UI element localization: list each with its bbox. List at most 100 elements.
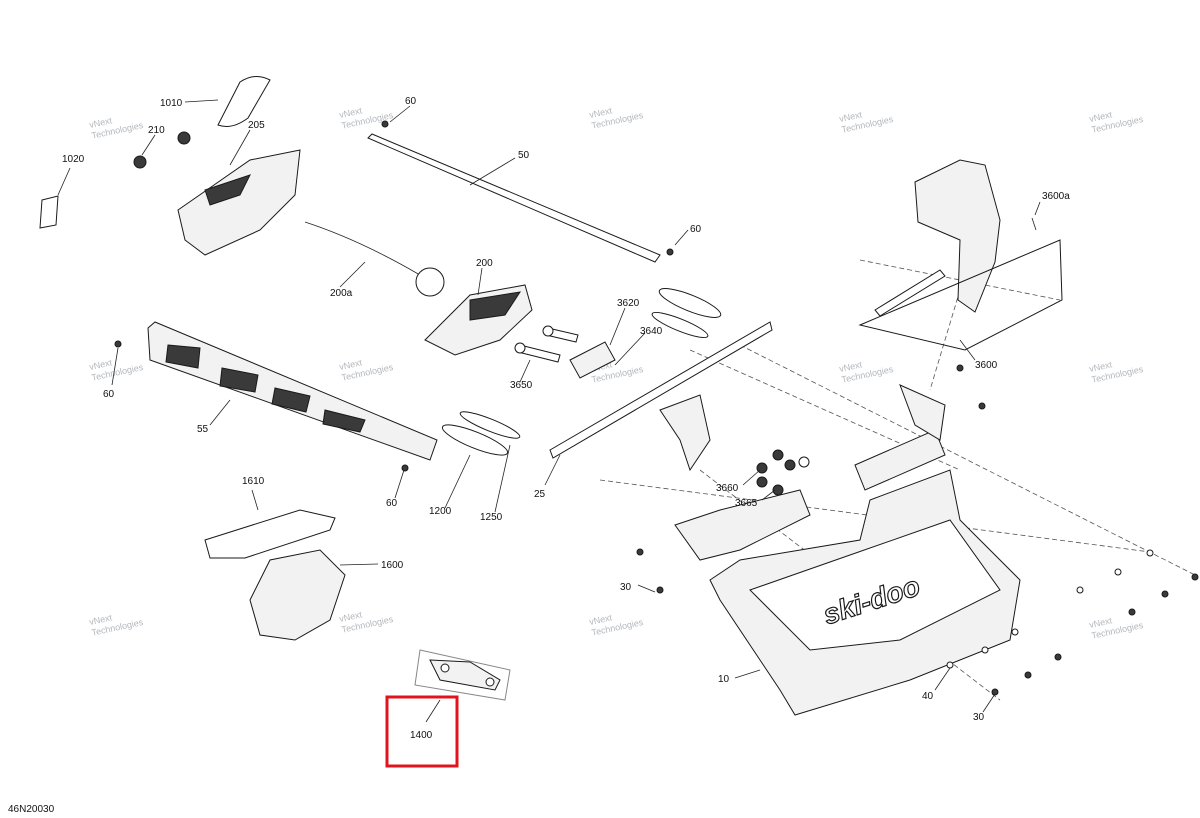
callout-3600: 3600	[975, 360, 998, 371]
callout-1610: 1610	[242, 476, 265, 487]
mounting-bar-25	[549, 321, 773, 459]
washer-40-b	[981, 646, 989, 654]
svg-text:vNext: vNext	[588, 612, 613, 627]
mount-bracket-top	[899, 384, 946, 441]
panel-window-1	[165, 344, 201, 369]
tail-light-1600	[249, 549, 346, 641]
reflector-3640-a	[658, 288, 722, 318]
svg-text:vNext: vNext	[88, 612, 113, 627]
callout-200: 200	[476, 258, 493, 269]
svg-text:vNext: vNext	[1088, 615, 1113, 630]
screw-30-a	[991, 688, 999, 696]
screw-30-b	[1024, 671, 1032, 679]
strap-1610	[204, 509, 336, 559]
washer-40-c	[1011, 628, 1019, 636]
screw-30-h	[656, 586, 664, 594]
callout-1020: 1020	[62, 154, 85, 165]
screw-3600-b	[978, 402, 986, 410]
panel-window-3	[271, 387, 311, 413]
washer-40-e	[1114, 568, 1122, 576]
washer-40-a	[946, 661, 954, 669]
callout-60-mid: 60	[386, 498, 398, 509]
screw-30-d	[1128, 608, 1136, 616]
screw-60-left	[114, 340, 122, 348]
bolt-head-a	[514, 342, 526, 354]
svg-text:vNext: vNext	[838, 359, 863, 374]
svg-text:vNext: vNext	[338, 105, 363, 120]
diagram-code: 46N20030	[8, 804, 55, 815]
hinge-3600	[914, 159, 1001, 313]
hinge-box	[858, 239, 1063, 351]
nut-3660-b	[772, 449, 784, 461]
callout-210: 210	[148, 125, 165, 136]
callout-200a: 200a	[330, 288, 353, 299]
harness-connector	[415, 267, 445, 297]
callout-40: 40	[922, 691, 934, 702]
svg-text:vNext: vNext	[338, 357, 363, 372]
callout-25: 25	[534, 489, 546, 500]
screw-30-f	[1191, 573, 1199, 581]
bracket-3620	[569, 341, 616, 379]
mudflap-panel	[749, 519, 1001, 651]
callout-3660: 3660	[716, 483, 739, 494]
screw-30-g	[636, 548, 644, 556]
mount-rail-right	[854, 429, 946, 491]
washer-40-f	[1146, 549, 1154, 557]
panel-window-4	[322, 409, 366, 433]
reflector-1200	[441, 424, 509, 456]
nut-3665-a	[756, 476, 768, 488]
decal-1020	[39, 195, 59, 229]
callout-1400: 1400	[410, 730, 433, 741]
callout-3600a: 3600a	[1042, 191, 1070, 202]
screw-60-top	[381, 120, 389, 128]
screw-30-e	[1161, 590, 1169, 598]
callout-3665: 3665	[735, 498, 758, 509]
callout-60-left: 60	[103, 389, 115, 400]
screw-60-mid	[401, 464, 409, 472]
harness-200a	[304, 221, 421, 276]
callout-1200: 1200	[429, 506, 452, 517]
callout-labels: 1010 210 205 1020 60 50 60 200 200a 3620…	[62, 96, 1070, 741]
callout-10: 10	[718, 674, 730, 685]
grommet-210-b	[177, 131, 191, 145]
callout-30-left: 30	[620, 582, 632, 593]
callout-1600: 1600	[381, 560, 404, 571]
svg-text:vNext: vNext	[1088, 359, 1113, 374]
tool-kit-1400	[414, 649, 511, 701]
callout-3620: 3620	[617, 298, 640, 309]
panel-window-2	[219, 367, 259, 393]
callout-60-right: 60	[690, 224, 702, 235]
mount-rail-left	[674, 489, 811, 561]
svg-text:vNext: vNext	[338, 609, 363, 624]
reflector-1250	[459, 411, 521, 439]
svg-text:vNext: vNext	[588, 105, 613, 120]
callout-3650: 3650	[510, 380, 533, 391]
callout-30-bottom: 30	[973, 712, 985, 723]
highlight-box-1400	[385, 695, 459, 768]
grommet-210-a	[133, 155, 147, 169]
nut-3660-c	[784, 459, 796, 471]
pin-3600a	[1031, 217, 1037, 231]
callout-60-top: 60	[405, 96, 417, 107]
reflector-3640-b	[651, 311, 709, 339]
svg-text:vNext: vNext	[88, 357, 113, 372]
hinge-pin	[874, 269, 946, 317]
hinge-bracket	[659, 394, 711, 472]
bolt-head-b	[542, 325, 554, 337]
screw-30-c	[1054, 653, 1062, 661]
callout-1250: 1250	[480, 512, 503, 523]
screw-3600-a	[956, 364, 964, 372]
leader-lines	[57, 99, 1041, 723]
svg-text:vNext: vNext	[88, 115, 113, 130]
headlight-housing-205	[177, 149, 301, 256]
trim-strip-50	[367, 133, 661, 263]
